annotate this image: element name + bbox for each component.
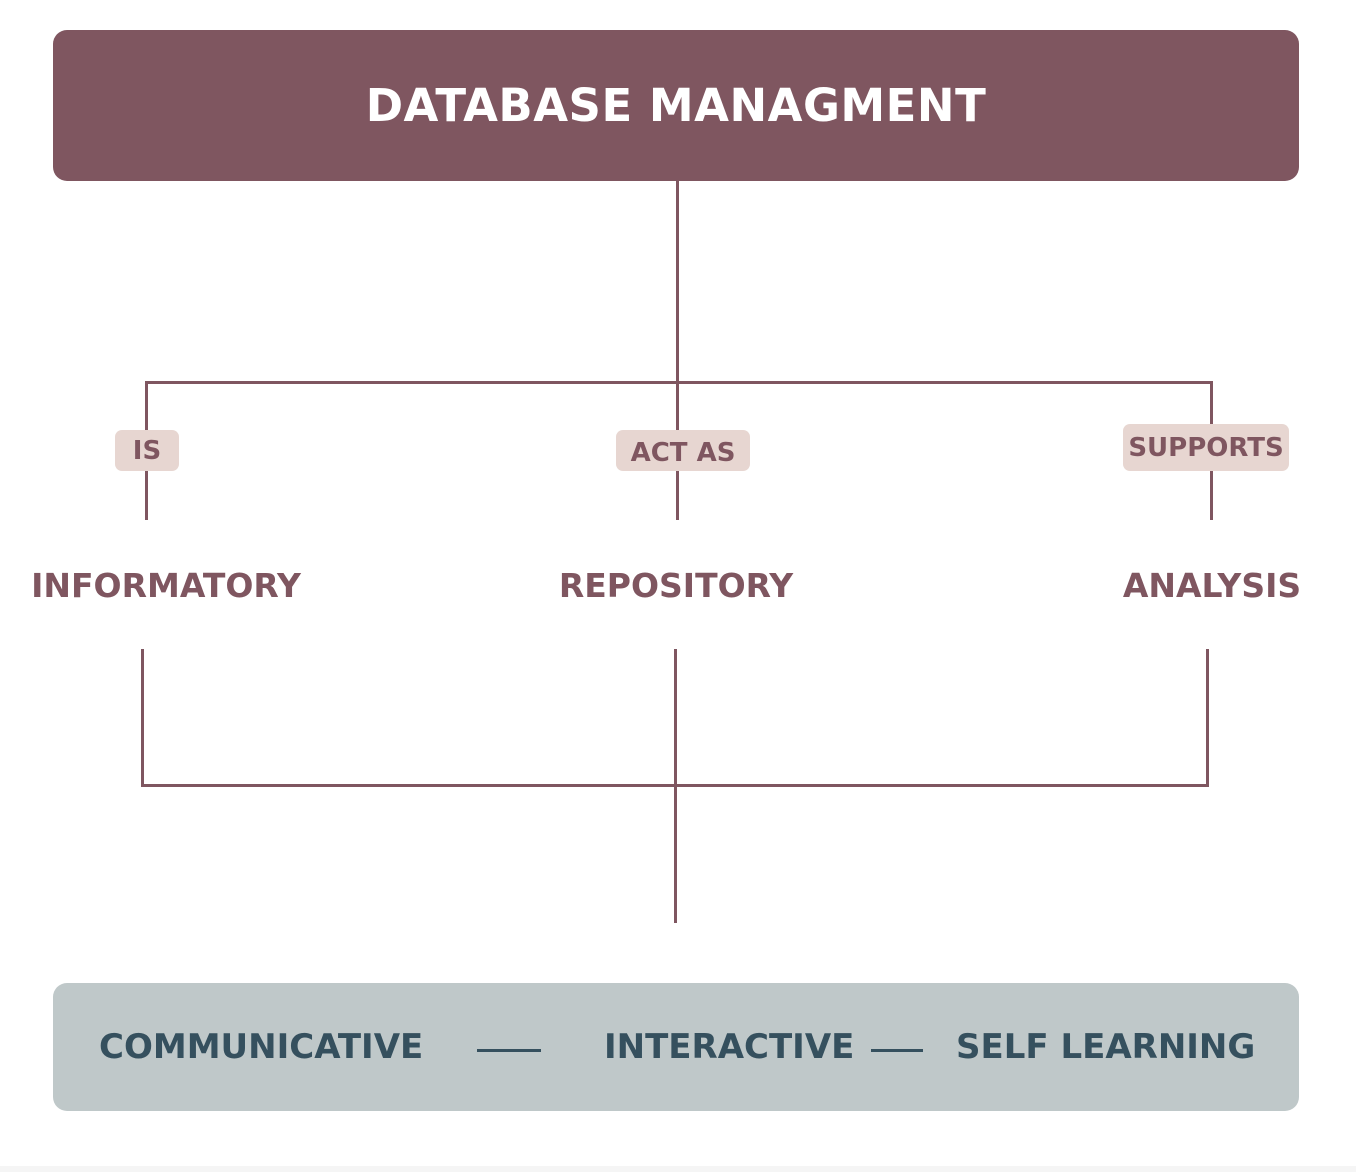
node-informatory: INFORMATORY: [31, 565, 301, 605]
bottom-edge-strip: [0, 1166, 1356, 1172]
connector-lower-right: [1206, 649, 1209, 787]
footer-dash-1: [477, 1049, 541, 1052]
relation-tag-is: IS: [115, 430, 179, 471]
relation-tag-act-as: ACT AS: [616, 430, 750, 471]
connector-bar-bottom: [141, 784, 1209, 787]
footer-dash-2: [871, 1049, 923, 1052]
relation-tag-supports: SUPPORTS: [1123, 424, 1289, 471]
connector-trunk-top: [676, 181, 679, 520]
header-box: DATABASE MANAGMENT: [53, 30, 1299, 181]
footer-item-self-learning: SELF LEARNING: [956, 1027, 1256, 1067]
diagram-title: DATABASE MANAGMENT: [365, 79, 987, 132]
connector-bar-top: [145, 381, 1213, 384]
footer-item-interactive: INTERACTIVE: [604, 1027, 855, 1067]
node-analysis: ANALYSIS: [1122, 565, 1302, 605]
connector-lower-left: [141, 649, 144, 787]
footer-item-communicative: COMMUNICATIVE: [99, 1027, 424, 1067]
node-repository: REPOSITORY: [558, 565, 794, 605]
footer-box: COMMUNICATIVE INTERACTIVE SELF LEARNING: [53, 983, 1299, 1111]
